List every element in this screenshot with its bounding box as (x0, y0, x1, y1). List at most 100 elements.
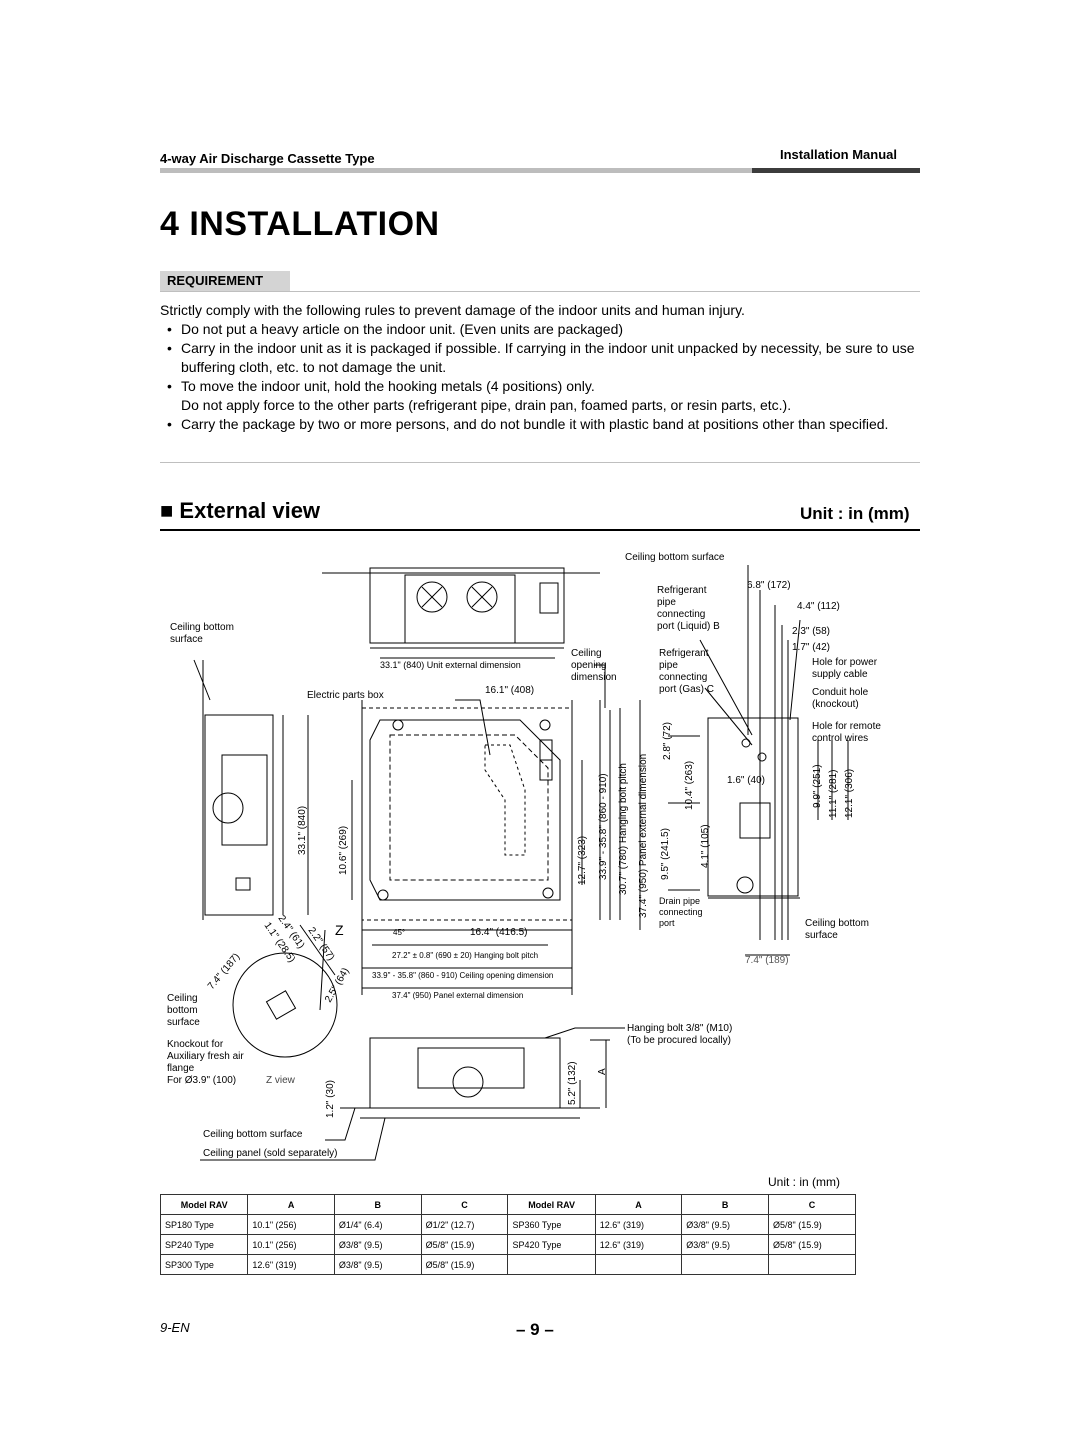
electric-parts-box-outline (484, 744, 526, 856)
col-b-2: B (681, 1194, 770, 1215)
external-view-title-text: External view (179, 498, 321, 523)
page-number: – 9 – (516, 1320, 554, 1339)
label-ceiling-left-2: bottom (167, 1005, 198, 1016)
requirement-end-divider (160, 462, 920, 463)
label-dim-2-3: 2.3" (58) (792, 626, 830, 637)
label-ref-liquid-4: port (Liquid) B (657, 621, 720, 632)
col-a-2: A (594, 1194, 683, 1215)
table-cell: Ø5/8" (15.9) (768, 1234, 856, 1255)
table-cell: Ø3/8" (9.5) (681, 1214, 770, 1235)
requirement-item: To move the indoor unit, hold the hookin… (160, 377, 920, 415)
label-knockout-3: flange (167, 1063, 195, 1074)
label-dim-10-6: 10.6" (269) (338, 826, 349, 875)
requirement-item-text: To move the indoor unit, hold the hookin… (181, 378, 595, 394)
unit-top-inner (404, 574, 516, 644)
label-a: A (597, 1068, 608, 1075)
header-manual-title: Installation Manual (780, 147, 898, 162)
table-row: SP180 Type 10.1" (256) Ø1/4" (6.4) Ø1/2"… (159, 1214, 856, 1235)
port-gas (539, 759, 553, 781)
label-dim-2-8: 2.8" (72) (662, 722, 673, 760)
table-unit: Unit : in (mm) (768, 1175, 840, 1189)
label-ref-liquid-2: pipe (657, 597, 676, 608)
label-dim-4-1: 4.1" (105) (700, 824, 711, 868)
table-cell: SP420 Type (507, 1234, 596, 1255)
label-dim-1-7: 1.7" (42) (792, 642, 830, 653)
label-hanging-bolt-2: (To be procured locally) (627, 1035, 731, 1046)
table-cell: SP360 Type (507, 1214, 596, 1235)
label-hole-power-1: Hole for power (812, 657, 878, 668)
unit-side-body (204, 714, 274, 916)
label-drain-1: Drain pipe (659, 896, 700, 906)
label-ref-liquid-3: connecting (657, 609, 705, 620)
unit-top-body (369, 567, 565, 644)
table-cell: Ø1/4" (6.4) (333, 1214, 422, 1235)
z-view-circle (232, 952, 338, 1058)
label-dim-9-5: 9.5" (241.5) (660, 828, 671, 880)
col-model-rav-2: Model RAV (507, 1194, 596, 1215)
label-dim-4-4: 4.4" (112) (797, 601, 840, 612)
label-hole-remote-1: Hole for remote (812, 721, 881, 732)
label-ceiling-opening-1: Ceiling (571, 648, 602, 659)
label-knockout-2: Auxiliary fresh air (167, 1051, 244, 1062)
table-cell: Ø5/8" (15.9) (768, 1214, 856, 1235)
page-code: 9-EN (160, 1320, 190, 1335)
label-dim-11-1: 11.1" (281) (828, 770, 839, 818)
label-dim-16-1: 16.1" (408) (485, 685, 534, 696)
label-ceiling-opening-2: opening (571, 660, 607, 671)
label-dim-5-2: 5.2" (132) (567, 1061, 578, 1105)
label-ceiling-bottom-right-1: Ceiling bottom (805, 918, 869, 929)
requirement-label: REQUIREMENT (160, 271, 290, 291)
table-cell (594, 1254, 683, 1275)
requirement-divider (160, 291, 920, 292)
label-angle-45: 45° (393, 928, 405, 937)
label-dim-33-1-v: 33.1" (840) (297, 806, 308, 855)
label-ceiling-panel: Ceiling panel (sold separately) (203, 1148, 338, 1159)
requirement-item: Carry the package by two or more persons… (160, 415, 920, 434)
external-view-title: ■ External view (160, 498, 320, 524)
header-divider (160, 168, 920, 173)
fan-circle-1 (416, 581, 448, 613)
requirement-item-extra: Do not apply force to the other parts (r… (181, 397, 792, 413)
table-cell: Ø1/2" (12.7) (420, 1214, 509, 1235)
label-dim-1-2: 1.2" (30) (325, 1080, 336, 1118)
header-divider-accent (752, 168, 920, 173)
table-cell: 12.6" (319) (594, 1214, 683, 1235)
table-cell: 12.6" (319) (594, 1234, 683, 1255)
label-dim-7-4-right: 7.4" (189) (745, 955, 789, 966)
label-dim-2-2: 2.2" (57) (306, 925, 337, 962)
label-ref-gas-1: Refrigerant (659, 648, 709, 659)
label-drain-3: port (659, 918, 675, 928)
label-ref-gas-2: pipe (659, 660, 678, 671)
table-cell: Ø5/8" (15.9) (420, 1254, 509, 1275)
label-electric-parts-box: Electric parts box (307, 690, 384, 701)
label-ceiling-bottom-left-2: surface (170, 634, 203, 645)
label-dim-1-6: 1.6" (40) (727, 775, 765, 786)
table-cell: 10.1" (256) (247, 1234, 335, 1255)
label-z-view: Z view (266, 1075, 296, 1086)
label-ceiling-left-1: Ceiling (167, 993, 198, 1004)
unit-right-body (707, 717, 799, 897)
table-cell (681, 1254, 770, 1275)
label-dim-16-4: 16.4" (416.5) (470, 927, 527, 938)
table-cell: Ø3/8" (9.5) (333, 1234, 422, 1255)
label-hole-power-2: supply cable (812, 669, 868, 680)
table-cell: Ø3/8" (9.5) (333, 1254, 422, 1275)
table-cell: SP180 Type (159, 1214, 249, 1235)
label-ceiling-left-3: surface (167, 1017, 200, 1028)
label-dim-30-7: 30.7" (780) Hanging bolt pitch (618, 763, 629, 895)
requirement-item: Carry in the indoor unit as it is packag… (160, 339, 920, 377)
label-knockout-1: Knockout for (167, 1039, 224, 1050)
label-ceiling-bottom-left-1: Ceiling bottom (170, 622, 234, 633)
requirement-text: Strictly comply with the following rules… (160, 301, 920, 434)
requirement-list: Do not put a heavy article on the indoor… (160, 320, 920, 434)
label-ceiling-bottom-surface-top: Ceiling bottom surface (625, 552, 725, 563)
external-view-divider (160, 529, 920, 531)
table-cell: SP240 Type (159, 1234, 249, 1255)
table-cell (768, 1254, 856, 1275)
label-conduit-2: (knockout) (812, 699, 859, 710)
table-cell (507, 1254, 596, 1275)
col-b: B (333, 1194, 422, 1215)
requirement-intro: Strictly comply with the following rules… (160, 302, 745, 318)
label-ceiling-bottom-right-2: surface (805, 930, 838, 941)
